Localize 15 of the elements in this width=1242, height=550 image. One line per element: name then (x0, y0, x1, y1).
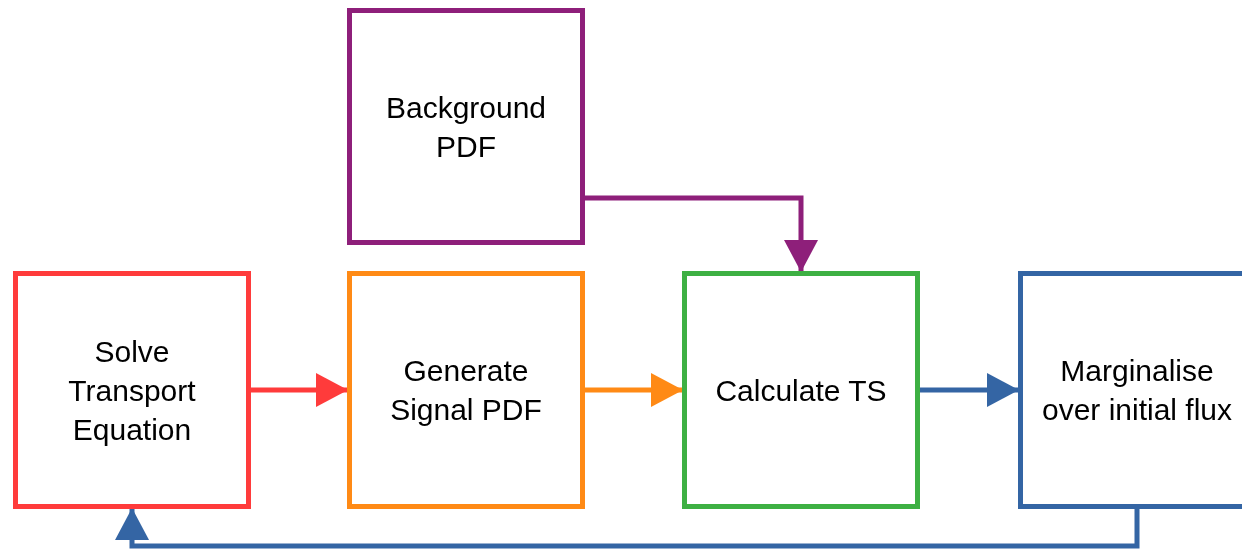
arrow (920, 373, 1019, 407)
box-label: Solve Transport Equation (67, 333, 197, 448)
arrow (251, 373, 348, 407)
arrow (585, 195, 818, 272)
arrow (585, 373, 683, 407)
process-box (347, 271, 585, 509)
process-box (13, 271, 251, 509)
box-label: Marginalise over initial flux (1040, 353, 1234, 428)
arrow (115, 508, 1140, 549)
process-box (1018, 271, 1242, 509)
box-label: Generate Signal PDF (389, 353, 543, 428)
process-box (682, 271, 920, 509)
process-box (347, 8, 585, 245)
box-label: Background PDF (384, 89, 548, 165)
box-label: Calculate TS (714, 372, 888, 409)
